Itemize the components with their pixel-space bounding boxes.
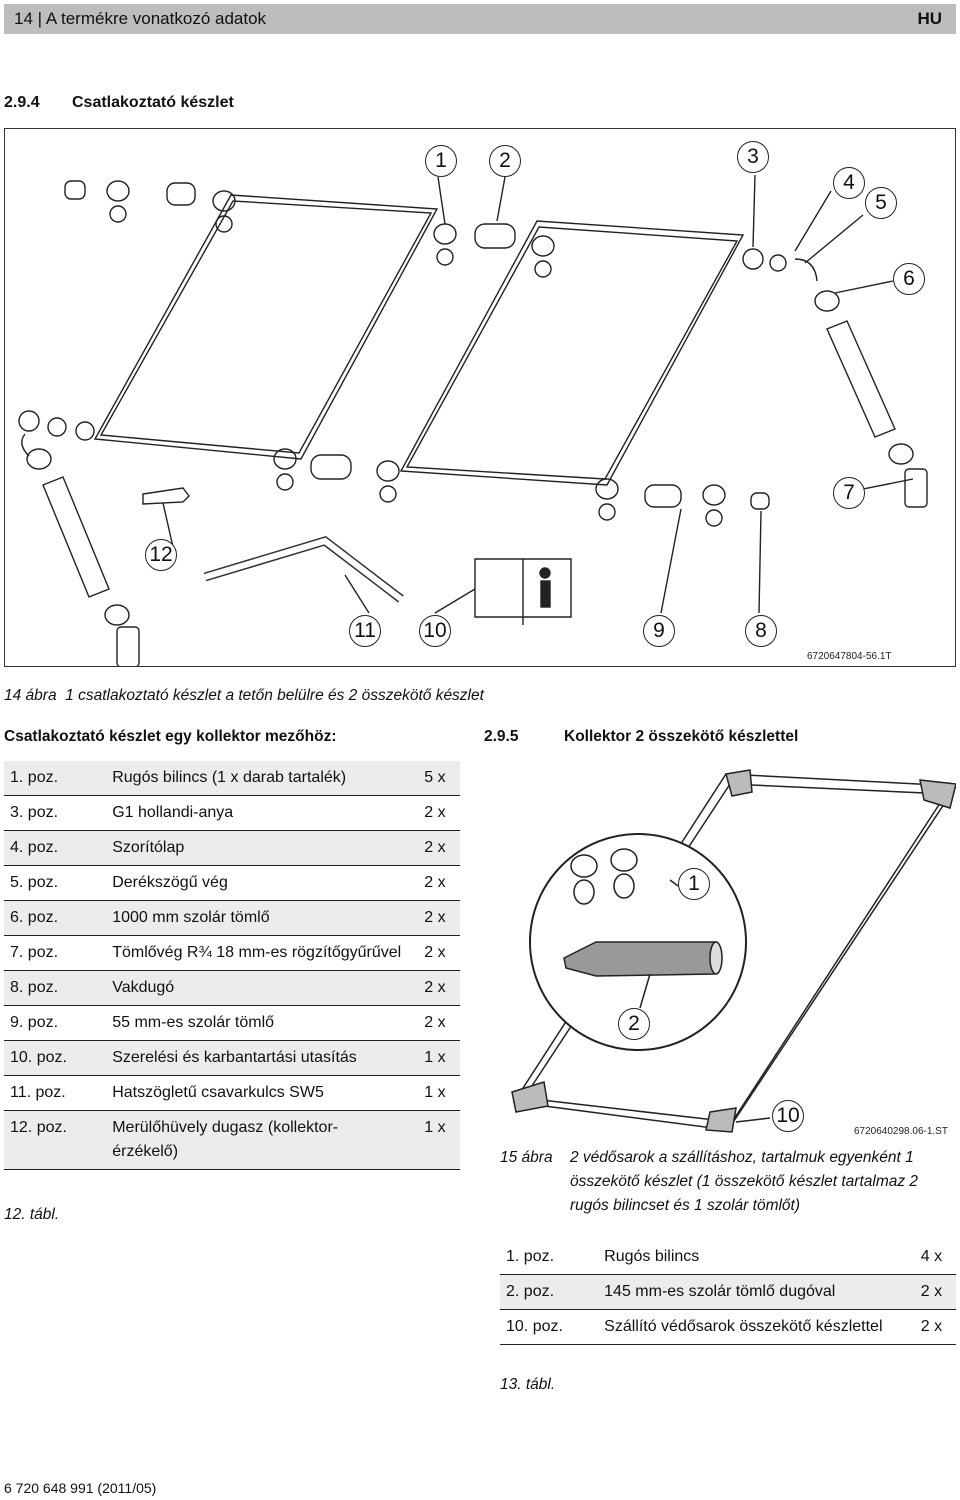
desc-cell: 145 mm-es szolár tömlő dugóval (598, 1274, 907, 1310)
callout-7: 7 (833, 477, 865, 509)
pos-cell: 10. poz. (4, 1040, 107, 1076)
section-number: 2.9.4 (4, 94, 40, 111)
table-row: 12. poz.Merülőhüvely dugasz (kollektor-é… (4, 1110, 460, 1170)
callout-2: 2 (618, 1008, 650, 1040)
pos-cell: 4. poz. (4, 830, 107, 866)
desc-cell: Derékszögű vég (106, 865, 410, 901)
caption-number: 15 ábra (500, 1149, 553, 1166)
desc-cell: Szerelési és karbantartási utasítás (106, 1040, 410, 1076)
section-title: Csatlakoztató készlet (72, 94, 234, 111)
callout-1: 1 (678, 868, 710, 900)
qty-cell: 2 x (409, 970, 460, 1006)
caption-text: 2 védősarok a szállításhoz, tartalmuk eg… (570, 1149, 919, 1214)
header-left: 14 | A termékre vonatkozó adatok (14, 9, 267, 28)
caption-text: 1 csatlakoztató készlet a tetőn belülre … (65, 687, 484, 704)
desc-cell: Merülőhüvely dugasz (kollektor-érzékelő) (106, 1110, 410, 1170)
table-row: 10. poz.Szerelési és karbantartási utasí… (4, 1040, 460, 1076)
table-row: 10. poz. Szállító védősarok összekötő kés… (500, 1309, 956, 1345)
pos-cell: 10. poz. (500, 1309, 599, 1345)
qty-cell: 2 x (409, 1005, 460, 1041)
pos-cell: 7. poz. (4, 935, 107, 971)
table-12-heading: Csatlakoztató készlet egy kollektor mező… (4, 728, 337, 745)
page-number: 14 (14, 9, 33, 28)
collector-corner-illustration (511, 769, 958, 1133)
qty-cell: 2 x (409, 900, 460, 936)
callout-8: 8 (745, 615, 777, 647)
desc-cell: 55 mm-es szolár tömlő (106, 1005, 410, 1041)
callout-5: 5 (865, 187, 897, 219)
pos-cell: 1. poz. (500, 1240, 599, 1275)
callout-3: 3 (737, 141, 769, 173)
table-12: 1. poz.Rugós bilincs (1 x darab tartalék… (4, 761, 460, 1170)
qty-cell: 5 x (409, 761, 460, 796)
qty-cell: 2 x (906, 1274, 956, 1310)
qty-cell: 2 x (409, 935, 460, 971)
connection-kit-illustration (18, 174, 928, 668)
table-row: 1. poz. Rugós bilincs 4 x (500, 1240, 956, 1275)
table-13: 1. poz. Rugós bilincs 4 x 2. poz.145 mm-es… (500, 1240, 956, 1345)
desc-cell: Hatszögletű csavarkulcs SW5 (106, 1075, 410, 1111)
desc-cell: Rugós bilincs (1 x darab tartalék) (106, 761, 410, 796)
callout-12: 12 (145, 539, 177, 571)
figure-code: 6720640298.06-1.ST (854, 1126, 948, 1137)
pos-cell: 5. poz. (4, 865, 107, 901)
qty-cell: 2 x (409, 865, 460, 901)
table-12-label: 12. tábl. (4, 1206, 60, 1223)
pos-cell: 2. poz. (500, 1274, 599, 1310)
table-row: 7. poz.Tömlővég R¾ 18 mm-es rögzítőgyűrű… (4, 935, 460, 971)
pos-cell: 12. poz. (4, 1110, 107, 1170)
qty-cell: 2 x (409, 795, 460, 831)
desc-cell: Vakdugó (106, 970, 410, 1006)
pos-cell: 1. poz. (4, 761, 107, 796)
desc-cell: G1 hollandi-anya (106, 795, 410, 831)
desc-cell: Tömlővég R¾ 18 mm-es rögzítőgyűrűvel (106, 935, 410, 971)
figure-14-caption: 14 ábra 1 csatlakoztató készlet a tetőn … (4, 684, 484, 708)
language-code: HU (917, 9, 942, 28)
qty-cell: 1 x (409, 1040, 460, 1076)
figure-15: 1 2 10 6720640298.06-1.ST (500, 762, 958, 1142)
callout-6: 6 (893, 263, 925, 295)
table-row: 1. poz.Rugós bilincs (1 x darab tartalék… (4, 761, 460, 796)
figure-code: 6720647804-56.1T (807, 651, 892, 662)
page-header: 14 | A termékre vonatkozó adatok HU (4, 4, 956, 34)
section-number: 2.9.5 (484, 728, 519, 745)
pos-cell: 11. poz. (4, 1075, 107, 1111)
table-13-label: 13. tábl. (500, 1376, 556, 1393)
qty-cell: 2 x (920, 1318, 943, 1335)
callout-9: 9 (643, 615, 675, 647)
pos-cell: 9. poz. (4, 1005, 107, 1041)
qty-cell: 4 x (920, 1248, 943, 1265)
callout-10: 10 (419, 615, 451, 647)
pos-cell: 3. poz. (4, 795, 107, 831)
document-number: 6 720 648 991 (2011/05) (4, 1480, 157, 1496)
qty-cell: 2 x (409, 830, 460, 866)
callout-10: 10 (772, 1100, 804, 1132)
desc-cell: Rugós bilincs (604, 1248, 700, 1265)
caption-number: 14 ábra (4, 687, 57, 704)
desc-cell: 1000 mm szolár tömlő (106, 900, 410, 936)
callout-11: 11 (349, 615, 381, 647)
desc-cell: Szállító védősarok összekötő készlettel (604, 1318, 883, 1335)
pos-cell: 6. poz. (4, 900, 107, 936)
callout-1: 1 (425, 145, 457, 177)
section-heading-294: 2.9.4 Csatlakoztató készlet (4, 94, 234, 112)
header-title: A termékre vonatkozó adatok (45, 9, 267, 28)
pos-cell: 8. poz. (4, 970, 107, 1006)
callout-2: 2 (489, 145, 521, 177)
qty-cell: 1 x (409, 1110, 460, 1170)
section-title: Kollektor 2 összekötő készlettel (564, 728, 799, 745)
figure-14: 1 2 3 4 5 6 7 8 9 10 11 12 6720647804-56… (4, 128, 956, 668)
qty-cell: 1 x (409, 1075, 460, 1111)
section-heading-295: 2.9.5 Kollektor 2 összekötő készlettel (484, 728, 798, 746)
callout-4: 4 (833, 167, 865, 199)
desc-cell: Szorítólap (106, 830, 410, 866)
